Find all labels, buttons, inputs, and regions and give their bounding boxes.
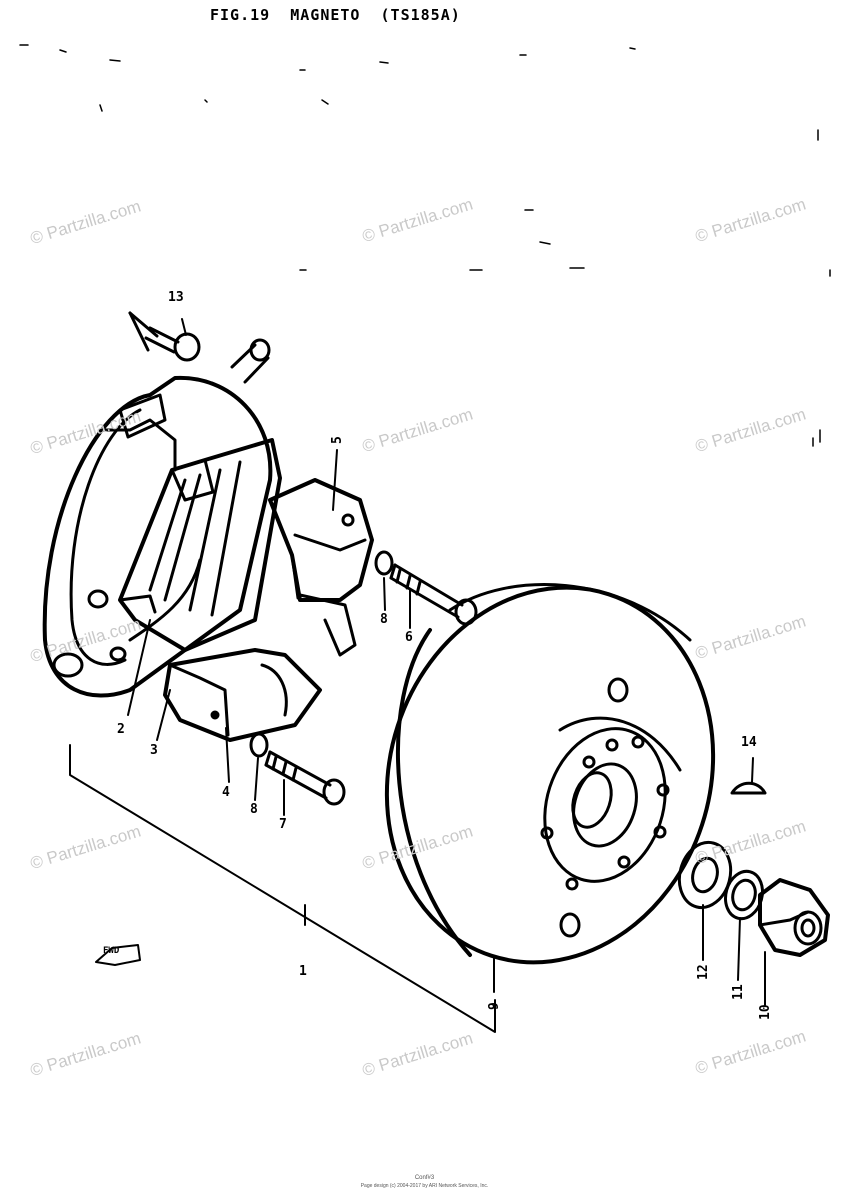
callout-8-lower: 8 [250, 802, 258, 817]
key-14 [730, 781, 767, 795]
callout-2: 2 [117, 722, 125, 737]
screw-6 [389, 563, 478, 626]
leader-lines [69, 318, 766, 1033]
rotor-9 [384, 583, 716, 965]
figure-title: FIG.19 MAGNETO (TS185A) [210, 6, 461, 24]
ignition-coil-2 [98, 418, 282, 652]
footer-conf: Conf#3 [414, 1175, 435, 1181]
callout-6: 6 [405, 630, 413, 645]
lighting-coil-3 [163, 648, 322, 742]
callout-1: 1 [299, 964, 307, 979]
footer-copyright: Page design (c) 2004-2017 by ARI Network… [360, 1183, 489, 1189]
callout-4: 4 [222, 785, 230, 800]
washer-8-upper [374, 550, 394, 576]
callout-14: 14 [741, 735, 757, 750]
washer-8-lower [249, 732, 269, 758]
callout-9: 9 [487, 1002, 502, 1010]
callout-11: 11 [731, 984, 746, 1000]
callout-10: 10 [758, 1004, 773, 1020]
callout-12: 12 [696, 964, 711, 980]
stator-base-plate [42, 375, 273, 698]
scan-noise [19, 44, 831, 447]
coil-5 [268, 478, 374, 657]
callout-13: 13 [168, 290, 184, 305]
callout-3: 3 [150, 743, 158, 758]
nut-10 [758, 878, 830, 957]
callout-5: 5 [330, 436, 345, 444]
crankshaft-stub [230, 338, 271, 384]
callout-8-upper: 8 [380, 612, 388, 627]
callout-7: 7 [279, 817, 287, 832]
forward-arrow-icon [95, 944, 141, 966]
forward-label: FWD [103, 946, 120, 956]
screw-7 [264, 750, 346, 806]
screw-13 [128, 311, 201, 362]
